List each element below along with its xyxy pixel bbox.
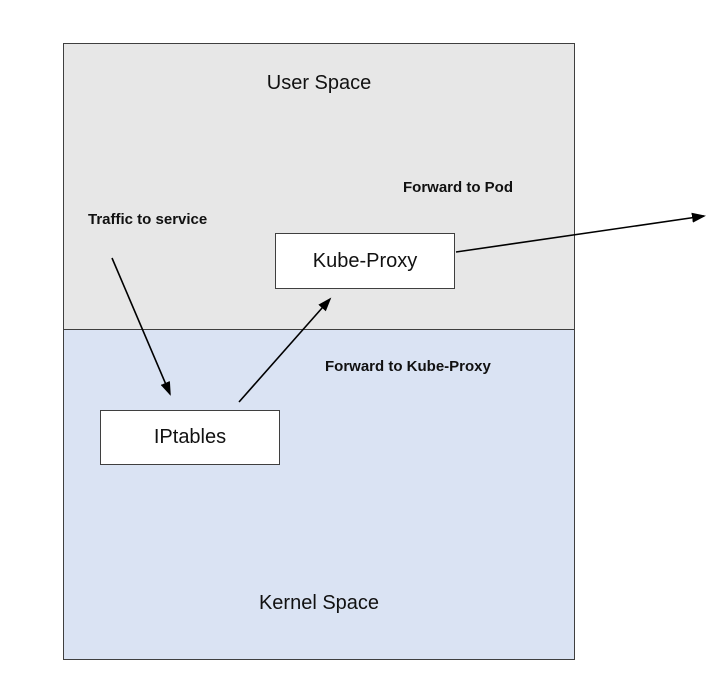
- iptables-node-label: IPtables: [153, 426, 227, 448]
- kernel-space-label: Kernel Space: [258, 592, 380, 614]
- kube-proxy-node-label: Kube-Proxy: [312, 249, 418, 272]
- forward-to-pod-label: Forward to Pod: [403, 179, 513, 196]
- kube-proxy-node: Kube-Proxy: [275, 233, 455, 289]
- traffic-to-service-label: Traffic to service: [88, 211, 208, 228]
- forward-to-kube-proxy-label: Forward to Kube-Proxy: [325, 358, 491, 375]
- user-space-label: User Space: [266, 72, 372, 94]
- iptables-node: IPtables: [100, 410, 280, 465]
